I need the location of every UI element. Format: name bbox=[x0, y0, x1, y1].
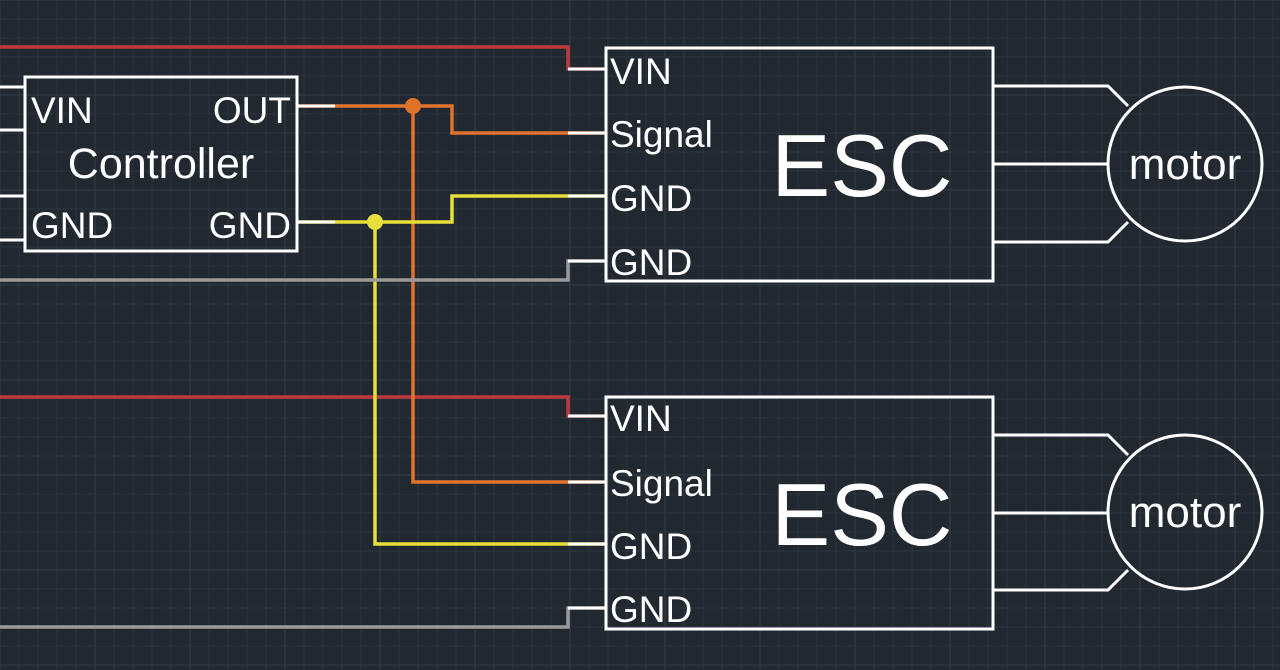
esc-pin-leads bbox=[568, 414, 606, 610]
esc-block-2: VIN Signal GND GND ESC motor bbox=[568, 395, 1264, 631]
ground-junction-dot bbox=[367, 214, 383, 230]
esc-pin-gnd-2: GND bbox=[610, 589, 692, 630]
motor-leads bbox=[993, 433, 1130, 592]
motor-label: motor bbox=[1129, 140, 1241, 189]
esc-pin-signal: Signal bbox=[610, 114, 713, 155]
controller-pin-gnd-left: GND bbox=[31, 205, 113, 246]
esc-pin-vin: VIN bbox=[610, 398, 672, 439]
esc-block-1: VIN Signal GND GND ESC motor bbox=[568, 46, 1264, 283]
esc-title: ESC bbox=[772, 465, 953, 564]
controller-pin-gnd-right: GND bbox=[209, 205, 291, 246]
controller-pin-vin: VIN bbox=[31, 90, 93, 131]
signal-wire-top bbox=[298, 104, 604, 135]
esc-title: ESC bbox=[772, 116, 953, 215]
signal-wire-bottom bbox=[411, 106, 604, 484]
esc-pin-gnd-2: GND bbox=[610, 242, 692, 283]
controller-block: VIN OUT Controller GND GND bbox=[0, 75, 335, 253]
controller-left-leads bbox=[0, 85, 25, 242]
motor-symbol bbox=[1106, 433, 1264, 591]
esc-pin-vin: VIN bbox=[610, 51, 672, 92]
motor-leads bbox=[993, 84, 1130, 244]
motor-label: motor bbox=[1129, 488, 1241, 537]
ground-signal-wire-bottom bbox=[373, 222, 604, 546]
controller-outline bbox=[23, 75, 299, 253]
controller-title: Controller bbox=[68, 140, 254, 188]
signal-junction-dot bbox=[405, 98, 421, 114]
controller-pin-out: OUT bbox=[213, 90, 291, 131]
controller-right-leads bbox=[297, 104, 335, 224]
esc-pin-signal: Signal bbox=[610, 463, 713, 504]
esc-pin-gnd-1: GND bbox=[610, 526, 692, 567]
motor-symbol bbox=[1106, 85, 1264, 243]
esc-pin-gnd-1: GND bbox=[610, 178, 692, 219]
esc-pin-leads bbox=[568, 67, 606, 263]
